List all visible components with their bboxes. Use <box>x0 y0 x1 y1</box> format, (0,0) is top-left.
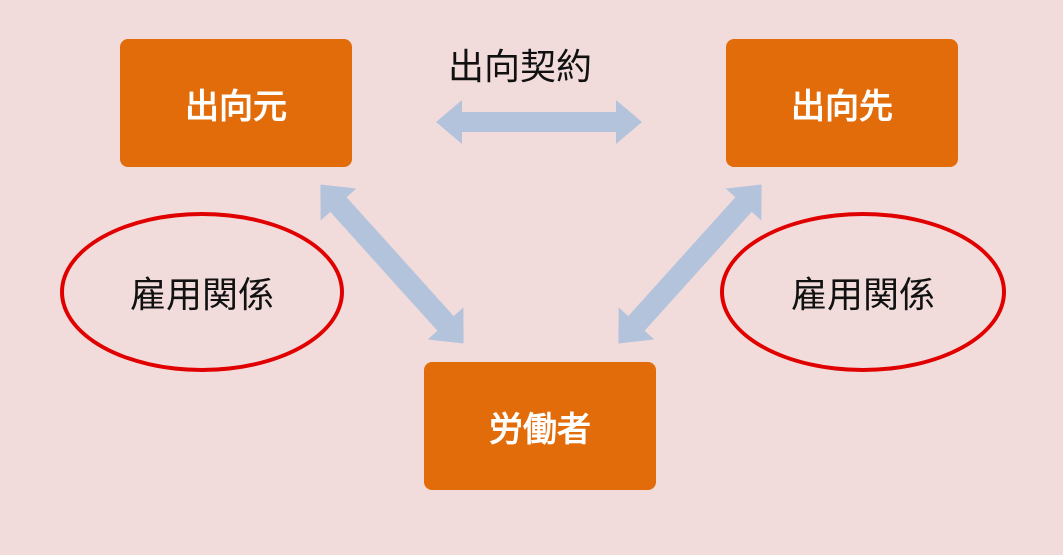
contract-label: 出向契約 <box>448 47 593 88</box>
source-company-box: 出向元 <box>120 39 352 167</box>
left-employment-relation-label: 雇用関係 <box>129 275 274 316</box>
left-employment-relation-ellipse: 雇用関係 <box>60 212 344 372</box>
right-employment-relation-label: 雇用関係 <box>790 275 935 316</box>
source-worker-double-arrow <box>320 184 464 344</box>
destination-company-label: 出向先 <box>791 86 893 127</box>
right-employment-relation-ellipse: 雇用関係 <box>720 212 1006 372</box>
worker-box: 労働者 <box>424 362 656 490</box>
dest-worker-double-arrow <box>618 184 762 344</box>
worker-label: 労働者 <box>489 409 591 450</box>
source-company-label: 出向元 <box>185 86 287 127</box>
contract-double-arrow <box>436 100 642 144</box>
destination-company-box: 出向先 <box>726 39 958 167</box>
